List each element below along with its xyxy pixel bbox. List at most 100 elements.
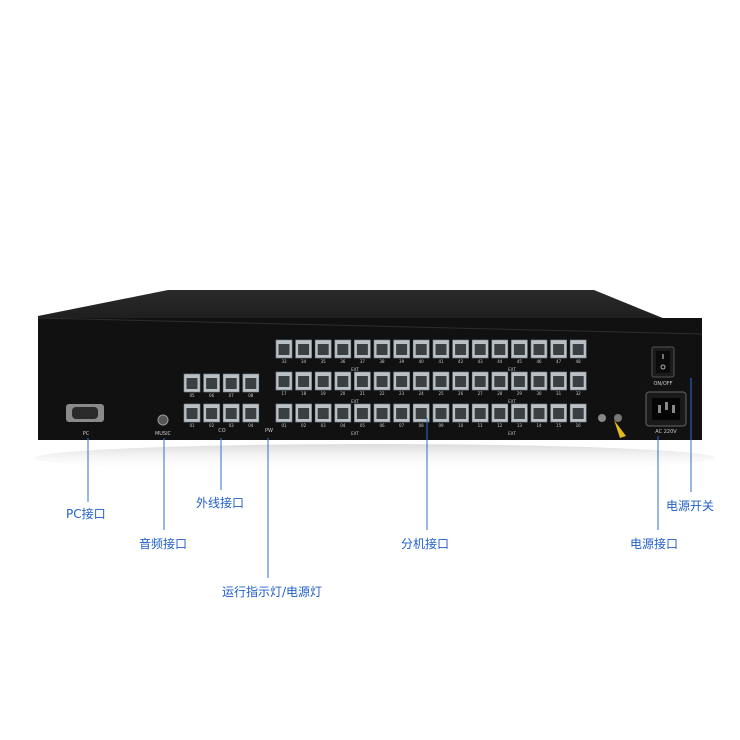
port-number-label: 39 (399, 359, 405, 364)
rj11-port-co-03: 03 (222, 403, 240, 428)
rj11-port-ext-48: 48 (569, 339, 587, 364)
port-number-label: 06 (379, 423, 385, 428)
rj11-port-co-07: 07 (222, 373, 240, 398)
port-number-label: 01 (189, 423, 195, 428)
port-number-label: 27 (478, 391, 484, 396)
port-number-label: 08 (248, 393, 254, 398)
port-number-label: 11 (478, 423, 484, 428)
callout-ext-port: 分机接口 (401, 537, 450, 551)
port-number-label: 02 (301, 423, 307, 428)
port-number-label: 19 (321, 391, 327, 396)
port-number-label: 08 (419, 423, 425, 428)
rj11-port-ext-19: 19 (314, 371, 332, 396)
port-number-label: 16 (576, 423, 582, 428)
port-number-label: 35 (321, 359, 327, 364)
port-number-label: 24 (419, 391, 425, 396)
rj11-port-ext-26: 26 (452, 371, 469, 396)
floor-shadow (35, 444, 715, 472)
port-number-label: 03 (321, 423, 327, 428)
callout-music-port: 音频接口 (139, 537, 188, 551)
rj11-port-ext-12: 12 (491, 403, 509, 428)
callout-power-socket: 电源接口 (630, 537, 679, 551)
music-panel-label: MUSIC (155, 431, 172, 437)
callout-co-port: 外线接口 (196, 496, 245, 510)
ac-panel-label: AC 220V (655, 429, 677, 435)
rj11-port-ext-23: 23 (393, 371, 410, 396)
port-number-label: 37 (360, 359, 366, 364)
port-number-label: 14 (536, 423, 542, 428)
rj11-port-ext-46: 46 (530, 339, 548, 364)
port-number-label: 25 (438, 391, 444, 396)
rj11-port-ext-15: 15 (550, 403, 567, 428)
rj11-port-ext-05: 05 (354, 403, 371, 428)
rj11-port-ext-37: 37 (354, 339, 371, 364)
port-number-label: 02 (209, 423, 215, 428)
port-number-label: 45 (517, 359, 523, 364)
port-number-label: 07 (229, 393, 235, 398)
port-number-label: 23 (399, 391, 405, 396)
pw-panel-label: PW (265, 428, 273, 434)
rj11-port-ext-17: 17 (275, 371, 293, 396)
port-number-label: 36 (340, 359, 346, 364)
rj11-port-ext-45: 45 (511, 339, 528, 364)
port-number-label: 42 (458, 359, 464, 364)
port-number-label: 34 (301, 359, 307, 364)
ext-panel-label: EXT (508, 399, 516, 404)
rj11-port-co-01: 01 (183, 403, 201, 428)
port-number-label: 22 (379, 391, 385, 396)
rj11-port-ext-39: 39 (393, 339, 410, 364)
callout-pc-port: PC接口 (66, 507, 106, 521)
rj11-port-ext-32: 32 (569, 371, 587, 396)
rj11-port-ext-01: 01 (275, 403, 293, 428)
port-number-label: 12 (497, 423, 503, 428)
pc-panel-label: PC (83, 431, 90, 437)
callout-lines (87, 378, 692, 578)
rj11-port-ext-07: 07 (393, 403, 410, 428)
rj11-port-ext-16: 16 (569, 403, 587, 428)
ext-panel-label: EXT (351, 399, 359, 404)
port-number-label: 18 (301, 391, 307, 396)
port-number-label: 01 (281, 423, 287, 428)
port-number-label: 26 (458, 391, 464, 396)
port-number-label: 40 (419, 359, 425, 364)
rj11-port-ext-11: 11 (471, 403, 489, 428)
ground-terminal (598, 414, 626, 438)
power-switch (651, 346, 675, 378)
rj11-port-co-05: 05 (183, 373, 201, 398)
music-jack (157, 414, 169, 426)
rj11-port-ext-24: 24 (412, 371, 430, 396)
port-number-label: 33 (281, 359, 287, 364)
rj11-port-ext-38: 38 (373, 339, 391, 364)
port-number-label: 30 (536, 391, 542, 396)
rj11-port-ext-20: 20 (334, 371, 352, 396)
port-number-label: 41 (438, 359, 444, 364)
ext-panel-label: EXT (351, 431, 359, 436)
rj11-port-ext-40: 40 (412, 339, 430, 364)
rj11-port-co-04: 04 (242, 403, 260, 428)
port-number-label: 28 (497, 391, 503, 396)
rj11-port-ext-14: 14 (530, 403, 548, 428)
pc-port (66, 404, 104, 422)
rj11-port-ext-27: 27 (471, 371, 489, 396)
port-number-label: 17 (281, 391, 287, 396)
port-number-label: 32 (576, 391, 582, 396)
callout-indicator-light: 运行指示灯/电源灯 (222, 585, 323, 599)
rj11-port-ext-47: 47 (550, 339, 567, 364)
rj11-port-ext-08: 08 (412, 403, 430, 428)
port-number-label: 21 (360, 391, 366, 396)
port-number-label: 05 (189, 393, 195, 398)
rj11-port-ext-35: 35 (314, 339, 332, 364)
port-number-label: 29 (517, 391, 523, 396)
rj11-port-ext-06: 06 (373, 403, 391, 428)
port-number-label: 44 (497, 359, 503, 364)
port-number-label: 47 (556, 359, 562, 364)
rj11-port-ext-04: 04 (334, 403, 352, 428)
port-number-label: 38 (379, 359, 385, 364)
rj11-port-co-08: 08 (242, 373, 260, 398)
ext-panel-label: EXT (508, 367, 516, 372)
rj11-port-ext-30: 30 (530, 371, 548, 396)
rj11-port-co-06: 06 (203, 373, 220, 398)
